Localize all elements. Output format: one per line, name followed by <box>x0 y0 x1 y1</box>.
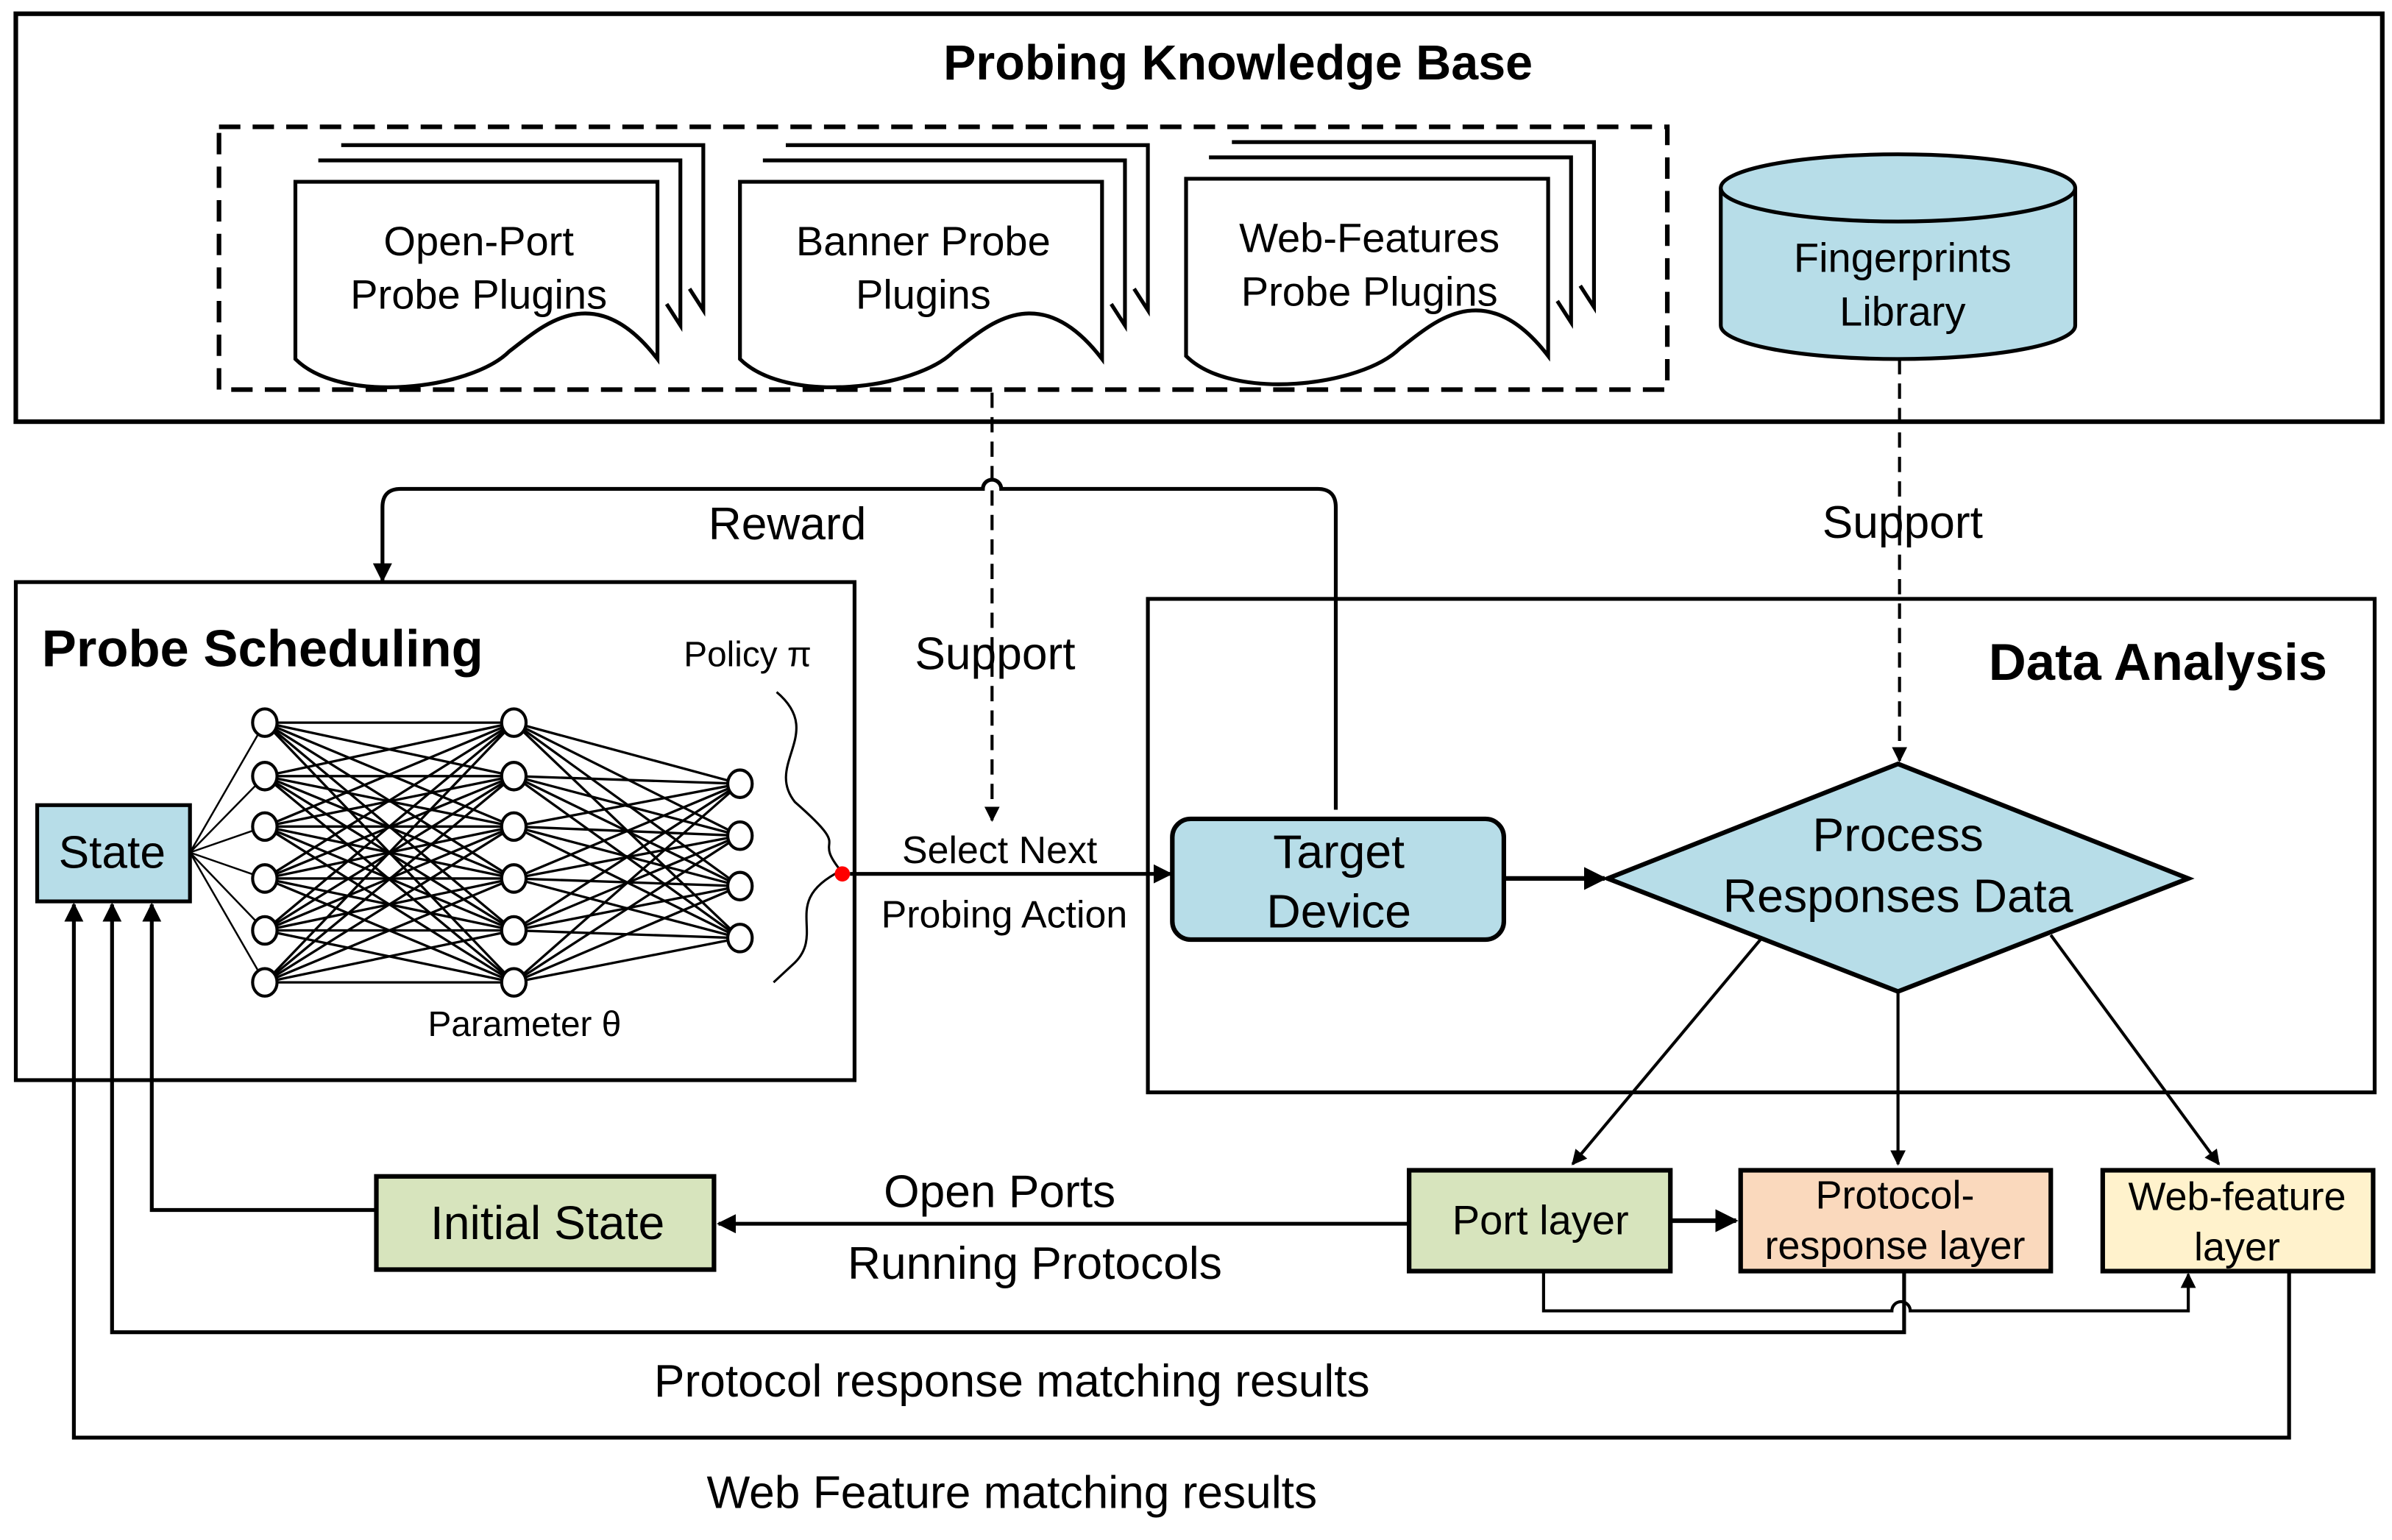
web-results-label: Web Feature matching results <box>706 1467 1317 1518</box>
nn-edge <box>264 721 515 828</box>
support-right-label: Support <box>1823 497 1983 548</box>
plugin-web-features-line1: Web-Features <box>1239 215 1500 261</box>
probe-scheduling-title: Probe Scheduling <box>42 619 483 677</box>
nn-edge <box>513 834 741 984</box>
plugin-web-features[interactable]: Web-Features Probe Plugins <box>1184 140 1596 386</box>
open-ports-label: Open Ports <box>884 1166 1115 1217</box>
state-label: State <box>59 827 166 878</box>
data-analysis-frame <box>1146 597 2377 1095</box>
initial-state-box[interactable] <box>374 1174 717 1272</box>
process-to-web-arrow <box>2049 934 2221 1165</box>
nn-edge <box>264 929 514 984</box>
target-line2: Device <box>1266 884 1411 937</box>
knowledge-base-title: Probing Knowledge Base <box>943 36 1533 91</box>
reward-label: Reward <box>709 499 867 550</box>
nn-edge <box>264 721 515 880</box>
nn-edge <box>189 851 266 932</box>
nn-node <box>251 915 279 946</box>
nn-edge <box>514 937 741 984</box>
nn-edge <box>513 884 741 984</box>
target-line1: Target <box>1273 825 1405 878</box>
process-line1: Process <box>1812 809 1984 862</box>
initial-state-label: Initial State <box>430 1196 664 1249</box>
web-line1: Web-feature <box>2129 1175 2346 1219</box>
nn-node <box>251 811 279 842</box>
library-line1: Fingerprints <box>1794 235 2012 281</box>
nn-node <box>726 923 754 954</box>
data-analysis-title: Data Analysis <box>1989 633 2327 691</box>
nn-edge <box>513 782 741 880</box>
nn-node <box>500 967 528 998</box>
nn-edge <box>263 721 515 984</box>
nn-node <box>251 863 279 894</box>
nn-node <box>726 870 754 902</box>
nn-edge <box>513 782 741 932</box>
nn-edge <box>514 775 740 785</box>
support-left-label: Support <box>915 628 1075 679</box>
nn-node <box>500 863 528 894</box>
knowledge-base-frame <box>13 11 2385 425</box>
nn-edge <box>189 722 266 854</box>
nn-node <box>500 761 528 792</box>
nn-edge <box>264 877 515 984</box>
nn-node <box>500 811 528 842</box>
nn-edge <box>264 825 515 984</box>
plugin-banner-line1: Banner Probe <box>796 218 1051 264</box>
neural-network <box>189 707 754 998</box>
process-to-port-arrow <box>1571 938 1762 1165</box>
select-line1: Select Next <box>902 828 1098 871</box>
protocol-results-arrow <box>102 902 1906 1335</box>
nn-edge <box>263 775 515 984</box>
nn-edge <box>514 782 741 828</box>
plugin-open-port-line1: Open-Port <box>383 218 574 264</box>
policy-label: Policy π <box>684 635 812 674</box>
web-results-arrow <box>64 902 2291 1440</box>
reward-arrow <box>372 478 1338 810</box>
nn-node <box>251 707 279 738</box>
protocol-line2: response layer <box>1764 1224 2025 1268</box>
probe-scheduling-frame <box>13 580 857 1082</box>
protocol-line1: Protocol- <box>1815 1173 1974 1217</box>
plugins-group <box>216 124 1670 392</box>
process-line2: Responses Data <box>1723 870 2073 923</box>
select-line2: Probing Action <box>881 893 1128 935</box>
plugin-web-features-line2: Probe Plugins <box>1241 268 1498 314</box>
nn-node <box>251 967 279 998</box>
running-protocols-label: Running Protocols <box>848 1238 1222 1289</box>
policy-output-dot <box>834 866 851 882</box>
nn-edge <box>513 782 741 984</box>
state-box[interactable] <box>35 803 192 904</box>
port-layer-label: Port layer <box>1452 1197 1629 1243</box>
plugin-banner-line2: Plugins <box>856 271 991 317</box>
nn-node <box>500 915 528 946</box>
nn-node <box>251 761 279 792</box>
library-line2: Library <box>1839 288 1965 334</box>
fingerprints-library[interactable]: Fingerprints Library <box>1719 152 2078 361</box>
plugin-open-port[interactable]: Open-Port Probe Plugins <box>293 143 706 389</box>
nn-node <box>726 820 754 851</box>
parameter-label: Parameter θ <box>428 1005 622 1044</box>
plugin-banner[interactable]: Banner Probe Plugins <box>738 143 1150 389</box>
nn-edge <box>264 721 514 778</box>
initial-to-state-arrow <box>142 902 377 1213</box>
policy-wave <box>773 691 843 984</box>
web-line2: layer <box>2194 1225 2280 1269</box>
port-to-web-arrow <box>1541 1271 2196 1313</box>
plugin-open-port-line2: Probe Plugins <box>350 271 607 317</box>
nn-node <box>500 707 528 738</box>
nn-edge <box>263 721 515 932</box>
protocol-layer-box[interactable] <box>1738 1168 2054 1274</box>
nn-edge <box>189 852 266 983</box>
nn-edge <box>189 775 266 854</box>
protocol-results-label: Protocol response matching results <box>654 1356 1370 1407</box>
nn-edge <box>513 721 741 785</box>
web-layer-box[interactable] <box>2100 1168 2376 1274</box>
nn-node <box>726 768 754 799</box>
